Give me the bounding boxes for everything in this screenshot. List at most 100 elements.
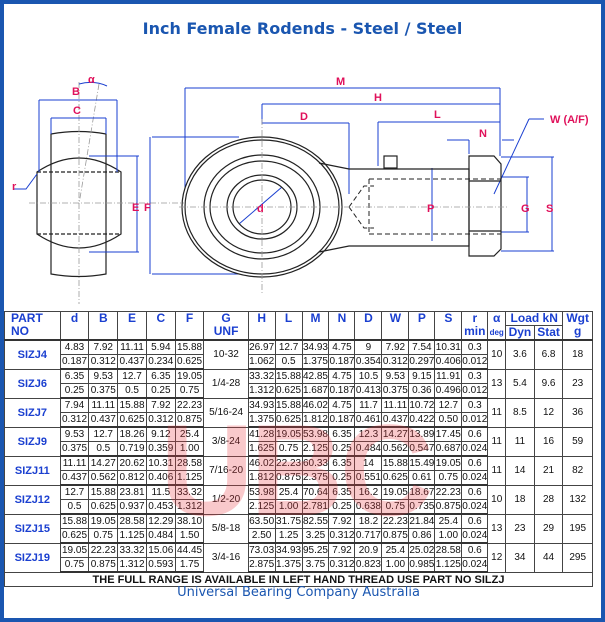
load-dyn: 11 <box>505 426 535 457</box>
metric-cell: 46.02 <box>301 397 330 413</box>
N-label: N <box>479 128 487 140</box>
imperial-cell: 0.024 <box>461 528 489 544</box>
metric-cell: 95.25 <box>301 542 330 558</box>
metric-cell: 53.98 <box>301 426 330 442</box>
imperial-cell: 0.5 <box>117 383 147 399</box>
imperial-cell: 0.024 <box>461 441 489 457</box>
metric-cell: 12.7 <box>117 368 147 384</box>
metric-cell: 73.03 <box>247 542 276 558</box>
metric-cell: 19.05 <box>274 426 303 442</box>
load-dyn: 34 <box>505 542 535 573</box>
imperial-cell: 1.375 <box>247 412 276 428</box>
load-stat: 21 <box>533 455 564 486</box>
alpha-deg: 13 <box>487 513 507 544</box>
imperial-cell: 0.5 <box>88 441 119 457</box>
imperial-cell: 1.312 <box>117 557 147 573</box>
metric-cell: 7.92 <box>88 339 119 355</box>
metric-cell: 63.50 <box>247 513 276 529</box>
imperial-cell: 0.312 <box>88 354 119 370</box>
weight-g: 59 <box>562 426 593 457</box>
metric-cell: 16.2 <box>354 484 383 500</box>
load-stat: 6.8 <box>533 339 564 370</box>
header-H: H <box>247 311 276 341</box>
metric-cell: 82.55 <box>301 513 330 529</box>
metric-cell: 53.98 <box>247 484 276 500</box>
part-number: SIZJ15 <box>4 513 61 544</box>
metric-cell: 33.32 <box>247 368 276 384</box>
imperial-cell: 1.375 <box>301 354 330 370</box>
B-label: B <box>72 86 80 98</box>
imperial-cell: 0.312 <box>381 354 410 370</box>
imperial-cell: 0.024 <box>461 557 489 573</box>
imperial-cell: 0.484 <box>354 441 383 457</box>
metric-cell: 34.93 <box>247 397 276 413</box>
imperial-cell: 0.735 <box>408 499 436 515</box>
imperial-cell: 0.453 <box>145 499 176 515</box>
left-hand-thread-note: THE FULL RANGE IS AVAILABLE IN LEFT HAND… <box>4 571 593 587</box>
header-B: B <box>88 311 119 341</box>
imperial-cell: 1.812 <box>301 412 330 428</box>
metric-cell: 33.32 <box>117 542 147 558</box>
imperial-cell: 0.437 <box>117 354 147 370</box>
metric-cell: 46.02 <box>247 455 276 471</box>
imperial-cell: 0.312 <box>145 412 176 428</box>
imperial-cell: 1.125 <box>117 528 147 544</box>
imperial-cell: 1.00 <box>274 499 303 515</box>
company-footer: Universal Bearing Company Australia <box>177 585 420 600</box>
metric-cell: 7.92 <box>381 339 410 355</box>
weight-g: 82 <box>562 455 593 486</box>
alpha-deg: 10 <box>487 339 507 370</box>
imperial-cell: 1.00 <box>174 441 205 457</box>
metric-cell: 19.05 <box>88 513 119 529</box>
load-dyn: 18 <box>505 484 535 515</box>
imperial-cell: 0.375 <box>59 441 90 457</box>
metric-cell: 6.35 <box>59 368 90 384</box>
metric-cell: 9.53 <box>88 368 119 384</box>
thread-G: 5/8-18 <box>203 513 249 544</box>
r-label: r <box>12 181 17 193</box>
imperial-cell: 0.562 <box>381 441 410 457</box>
weight-g: 132 <box>562 484 593 515</box>
imperial-cell: 0.5 <box>59 499 90 515</box>
d-label: d <box>257 203 264 215</box>
imperial-cell: 0.75 <box>381 499 410 515</box>
metric-cell: 5.94 <box>145 339 176 355</box>
imperial-cell: 0.312 <box>328 528 356 544</box>
metric-cell: 7.92 <box>145 397 176 413</box>
metric-cell: 15.88 <box>274 368 303 384</box>
metric-cell: 11.5 <box>145 484 176 500</box>
metric-cell: 42.85 <box>301 368 330 384</box>
imperial-cell: 0.422 <box>408 412 436 428</box>
imperial-cell: 1.312 <box>174 499 205 515</box>
imperial-cell: 0.875 <box>381 528 410 544</box>
imperial-cell: 3.25 <box>301 528 330 544</box>
metric-cell: 60.33 <box>301 455 330 471</box>
weight-g: 295 <box>562 542 593 573</box>
metric-cell: 34.93 <box>274 542 303 558</box>
load-stat: 16 <box>533 426 564 457</box>
alpha-deg: 11 <box>487 426 507 457</box>
metric-cell: 9.12 <box>145 426 176 442</box>
thread-G: 1/4-28 <box>203 368 249 399</box>
metric-cell: 15.88 <box>117 397 147 413</box>
L-label: L <box>434 109 441 121</box>
metric-cell: 10.31 <box>434 339 463 355</box>
header-F: F <box>174 311 205 341</box>
metric-cell: 0.6 <box>461 513 489 529</box>
imperial-cell: 0.413 <box>354 383 383 399</box>
metric-cell: 9 <box>354 339 383 355</box>
imperial-cell: 0.50 <box>434 412 463 428</box>
header-N: N <box>328 311 356 341</box>
metric-cell: 19.05 <box>381 484 410 500</box>
imperial-cell: 2.375 <box>301 470 330 486</box>
header-M: M <box>301 311 330 341</box>
imperial-cell: 1.687 <box>301 383 330 399</box>
metric-cell: 22.23 <box>434 484 463 500</box>
M-label: M <box>336 76 345 88</box>
